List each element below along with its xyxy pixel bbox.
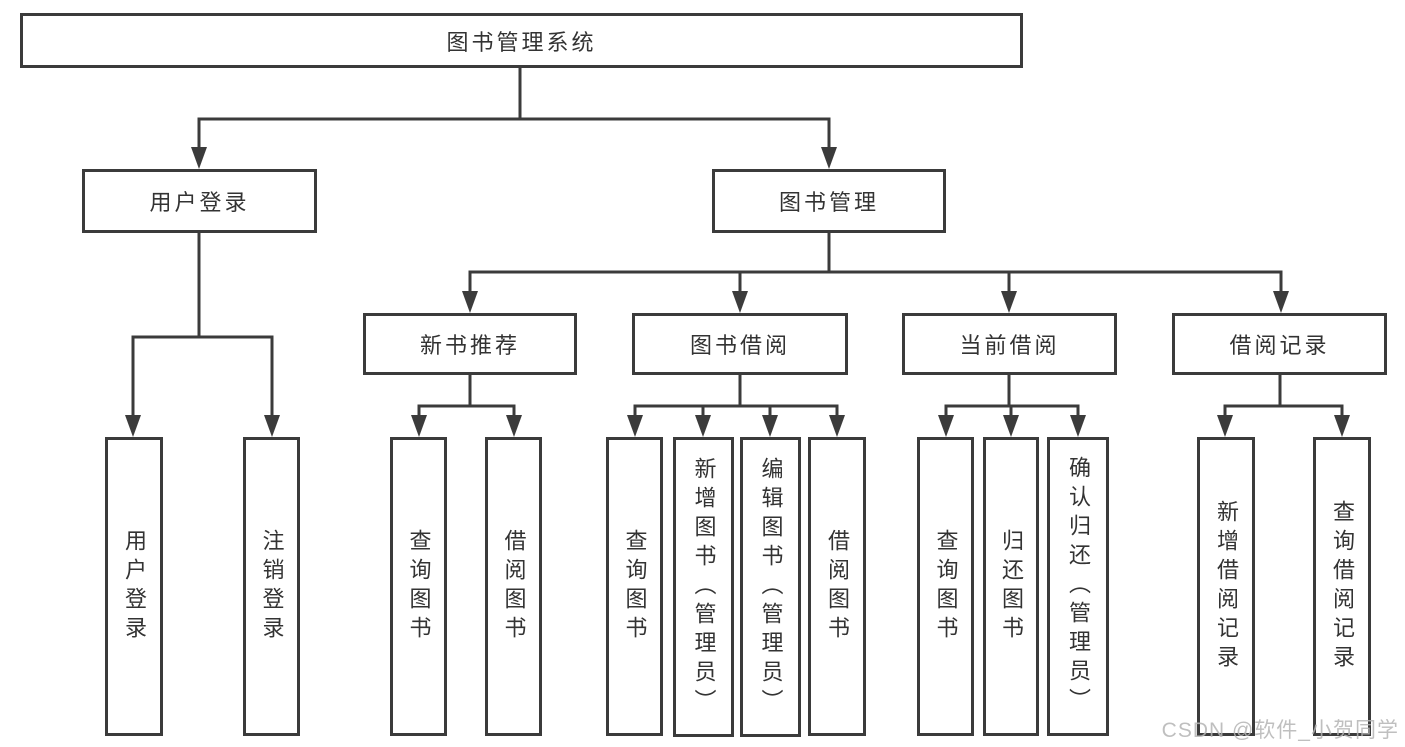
leaf-query-book-2: 查询图书	[606, 437, 663, 736]
leaf-label: 注销登录	[259, 528, 285, 645]
node-current-borrow: 当前借阅	[902, 313, 1117, 375]
leaf-label: 借阅图书	[501, 528, 527, 645]
leaf-label: 归还图书	[999, 528, 1024, 645]
leaf-return-book: 归还图书	[983, 437, 1039, 736]
leaf-borrow-book-1: 借阅图书	[485, 437, 542, 736]
node-library-system: 图书管理系统	[20, 13, 1023, 68]
leaf-label: 编辑图书（管理员）	[758, 456, 784, 718]
leaf-query-book-3: 查询图书	[917, 437, 974, 736]
leaf-user-login: 用户登录	[105, 437, 163, 736]
leaf-query-borrow-record: 查询借阅记录	[1313, 437, 1371, 736]
csdn-watermark: CSDN @软件_小贺同学	[1161, 719, 1399, 742]
leaf-label: 查询图书	[406, 528, 432, 645]
leaf-label: 借阅图书	[825, 528, 850, 645]
node-label: 当前借阅	[959, 333, 1060, 358]
node-borrow-record: 借阅记录	[1172, 313, 1387, 375]
leaf-label: 查询借阅记录	[1330, 499, 1355, 674]
node-book-management: 图书管理	[712, 169, 946, 233]
leaf-logout: 注销登录	[243, 437, 300, 736]
node-book-borrow: 图书借阅	[632, 313, 848, 375]
node-user-login: 用户登录	[82, 169, 317, 233]
leaf-label: 用户登录	[122, 528, 147, 645]
leaf-label: 查询图书	[622, 528, 648, 645]
node-label: 图书管理系统	[446, 29, 597, 55]
leaf-edit-book-admin: 编辑图书（管理员）	[740, 437, 801, 737]
leaf-borrow-book-2: 借阅图书	[808, 437, 866, 736]
node-label: 图书管理	[778, 190, 879, 215]
leaf-label: 新增借阅记录	[1214, 499, 1239, 674]
leaf-query-book-1: 查询图书	[390, 437, 447, 736]
leaf-label: 新增图书（管理员）	[691, 456, 717, 718]
node-label: 新书推荐	[419, 333, 520, 358]
node-label: 图书借阅	[689, 333, 790, 358]
leaf-add-book-admin: 新增图书（管理员）	[673, 437, 734, 737]
leaf-label: 确认归还（管理员）	[1066, 456, 1091, 717]
node-new-book-recommend: 新书推荐	[363, 313, 577, 375]
node-label: 借阅记录	[1229, 333, 1330, 358]
leaf-label: 查询图书	[933, 528, 959, 645]
leaf-add-borrow-record: 新增借阅记录	[1197, 437, 1255, 736]
leaf-confirm-return-admin: 确认归还（管理员）	[1047, 437, 1109, 736]
node-label: 用户登录	[149, 190, 250, 215]
